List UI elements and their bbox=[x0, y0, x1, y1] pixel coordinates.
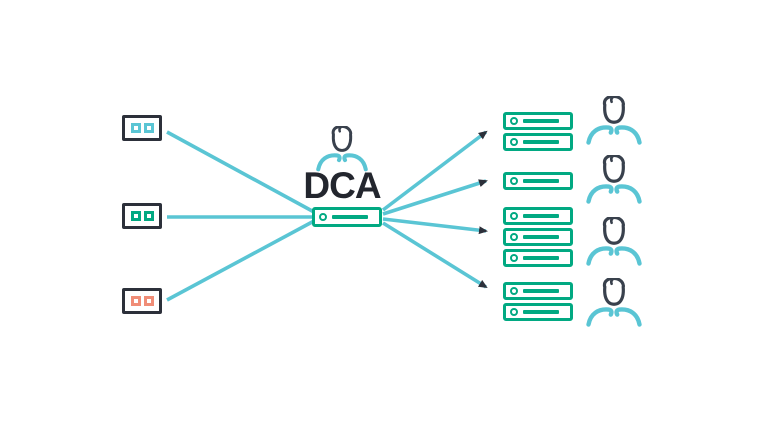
server-led-icon bbox=[510, 117, 518, 125]
person-hair-part bbox=[610, 96, 616, 104]
wire-device3-to-dca bbox=[166, 219, 315, 302]
client-device-green bbox=[122, 203, 162, 229]
user-person-icon bbox=[586, 96, 642, 145]
server-slot-bar bbox=[332, 215, 368, 219]
server-icon bbox=[503, 303, 573, 321]
device-port-icon bbox=[143, 123, 154, 133]
server-slot-bar bbox=[523, 235, 559, 239]
server-led-icon bbox=[510, 212, 518, 220]
server-slot-bar bbox=[523, 289, 559, 293]
person-right-shoulder bbox=[342, 153, 368, 172]
group2-user-person bbox=[585, 155, 643, 205]
wire-dca-to-group1 bbox=[381, 130, 488, 212]
person-left-shoulder bbox=[586, 184, 614, 204]
user-person-icon bbox=[586, 278, 642, 327]
wire-dca-to-group4 bbox=[382, 221, 488, 289]
server-led-icon bbox=[510, 287, 518, 295]
group4-user-person bbox=[585, 278, 643, 328]
person-left-shoulder bbox=[586, 125, 614, 145]
server-slot-bar bbox=[523, 140, 559, 144]
server-icon bbox=[503, 133, 573, 151]
server-slot-bar bbox=[523, 119, 559, 123]
device-port-icon bbox=[130, 296, 141, 306]
user-person-icon bbox=[586, 155, 642, 204]
device-port-icon bbox=[130, 123, 141, 133]
target-group-4 bbox=[503, 282, 573, 321]
server-icon bbox=[503, 112, 573, 130]
person-left-shoulder bbox=[586, 246, 614, 266]
server-slot-bar bbox=[523, 214, 559, 218]
server-icon bbox=[503, 228, 573, 246]
device-port-icon bbox=[130, 211, 141, 221]
user-person-icon bbox=[586, 217, 642, 266]
server-icon bbox=[503, 249, 573, 267]
server-led-icon bbox=[510, 308, 518, 316]
person-right-shoulder bbox=[614, 307, 642, 327]
server-slot-bar bbox=[523, 256, 559, 260]
target-group-1 bbox=[503, 112, 573, 151]
person-face bbox=[603, 224, 625, 245]
person-left-shoulder bbox=[316, 153, 342, 172]
user-person-icon bbox=[316, 126, 368, 172]
person-right-shoulder bbox=[614, 125, 642, 145]
person-hair-part bbox=[610, 155, 616, 163]
person-right-shoulder bbox=[614, 184, 642, 204]
target-group-2 bbox=[503, 172, 573, 190]
client-device-cyan bbox=[122, 115, 162, 141]
person-face bbox=[603, 162, 625, 183]
dca-label: DCA bbox=[303, 165, 381, 206]
server-led-icon bbox=[510, 254, 518, 262]
device-port-icon bbox=[143, 296, 154, 306]
person-hair-part bbox=[338, 126, 344, 133]
person-face bbox=[603, 103, 625, 124]
person-right-shoulder bbox=[614, 246, 642, 266]
person-left-shoulder bbox=[586, 307, 614, 327]
group3-user-person bbox=[585, 217, 643, 267]
server-icon bbox=[503, 172, 573, 190]
person-face bbox=[331, 132, 353, 152]
wire-device1-to-dca bbox=[166, 130, 315, 214]
wire-dca-to-group2 bbox=[382, 179, 488, 216]
server-icon bbox=[503, 282, 573, 300]
server-slot-bar bbox=[523, 179, 559, 183]
server-led-icon bbox=[510, 177, 518, 185]
wire-dca-to-group3 bbox=[382, 217, 488, 235]
server-led-icon bbox=[319, 213, 327, 221]
server-icon bbox=[503, 207, 573, 225]
server-led-icon bbox=[510, 233, 518, 241]
person-hair-part bbox=[610, 278, 616, 286]
device-port-icon bbox=[143, 211, 154, 221]
person-face bbox=[603, 285, 625, 306]
server-slot-bar bbox=[523, 310, 559, 314]
group1-user-person bbox=[585, 96, 643, 146]
client-device-salmon bbox=[122, 288, 162, 314]
person-hair-part bbox=[610, 217, 616, 225]
target-group-3 bbox=[503, 207, 573, 267]
server-led-icon bbox=[510, 138, 518, 146]
dca-admin-person bbox=[315, 126, 369, 173]
server-icon bbox=[312, 207, 382, 227]
dca-appliance bbox=[312, 207, 382, 227]
